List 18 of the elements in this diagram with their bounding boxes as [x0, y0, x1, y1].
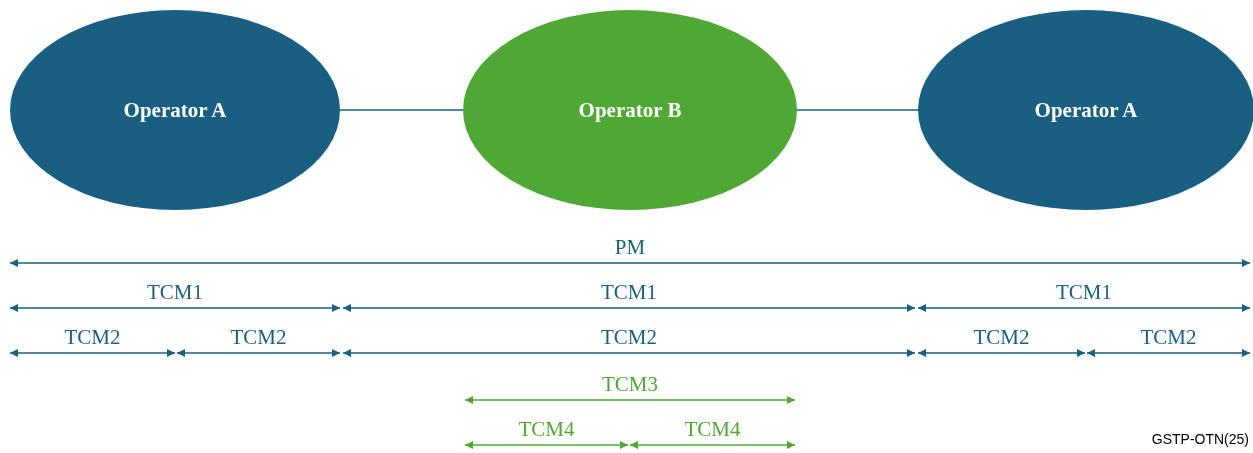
span-label: TCM2 — [973, 327, 1030, 348]
span-label: TCM1 — [601, 282, 657, 303]
operator-ellipse: Operator A — [10, 10, 340, 210]
operator-ellipse: Operator B — [463, 10, 797, 210]
span-label: TCM2 — [601, 327, 657, 348]
span-label: TCM2 — [64, 327, 121, 348]
span-label: TCM1 — [147, 282, 203, 303]
span-label: TCM4 — [518, 419, 575, 440]
span-label: PM — [614, 237, 646, 258]
span-label: TCM1 — [1056, 282, 1112, 303]
span-label: TCM4 — [684, 419, 741, 440]
span-label: TCM2 — [230, 327, 287, 348]
span-label: TCM2 — [1140, 327, 1197, 348]
connector-line — [796, 109, 919, 111]
connector-line — [339, 109, 464, 111]
operator-ellipse: Operator A — [918, 10, 1253, 210]
span-label: TCM3 — [602, 374, 658, 395]
figure-code: GSTP-OTN(25) — [1151, 431, 1249, 447]
